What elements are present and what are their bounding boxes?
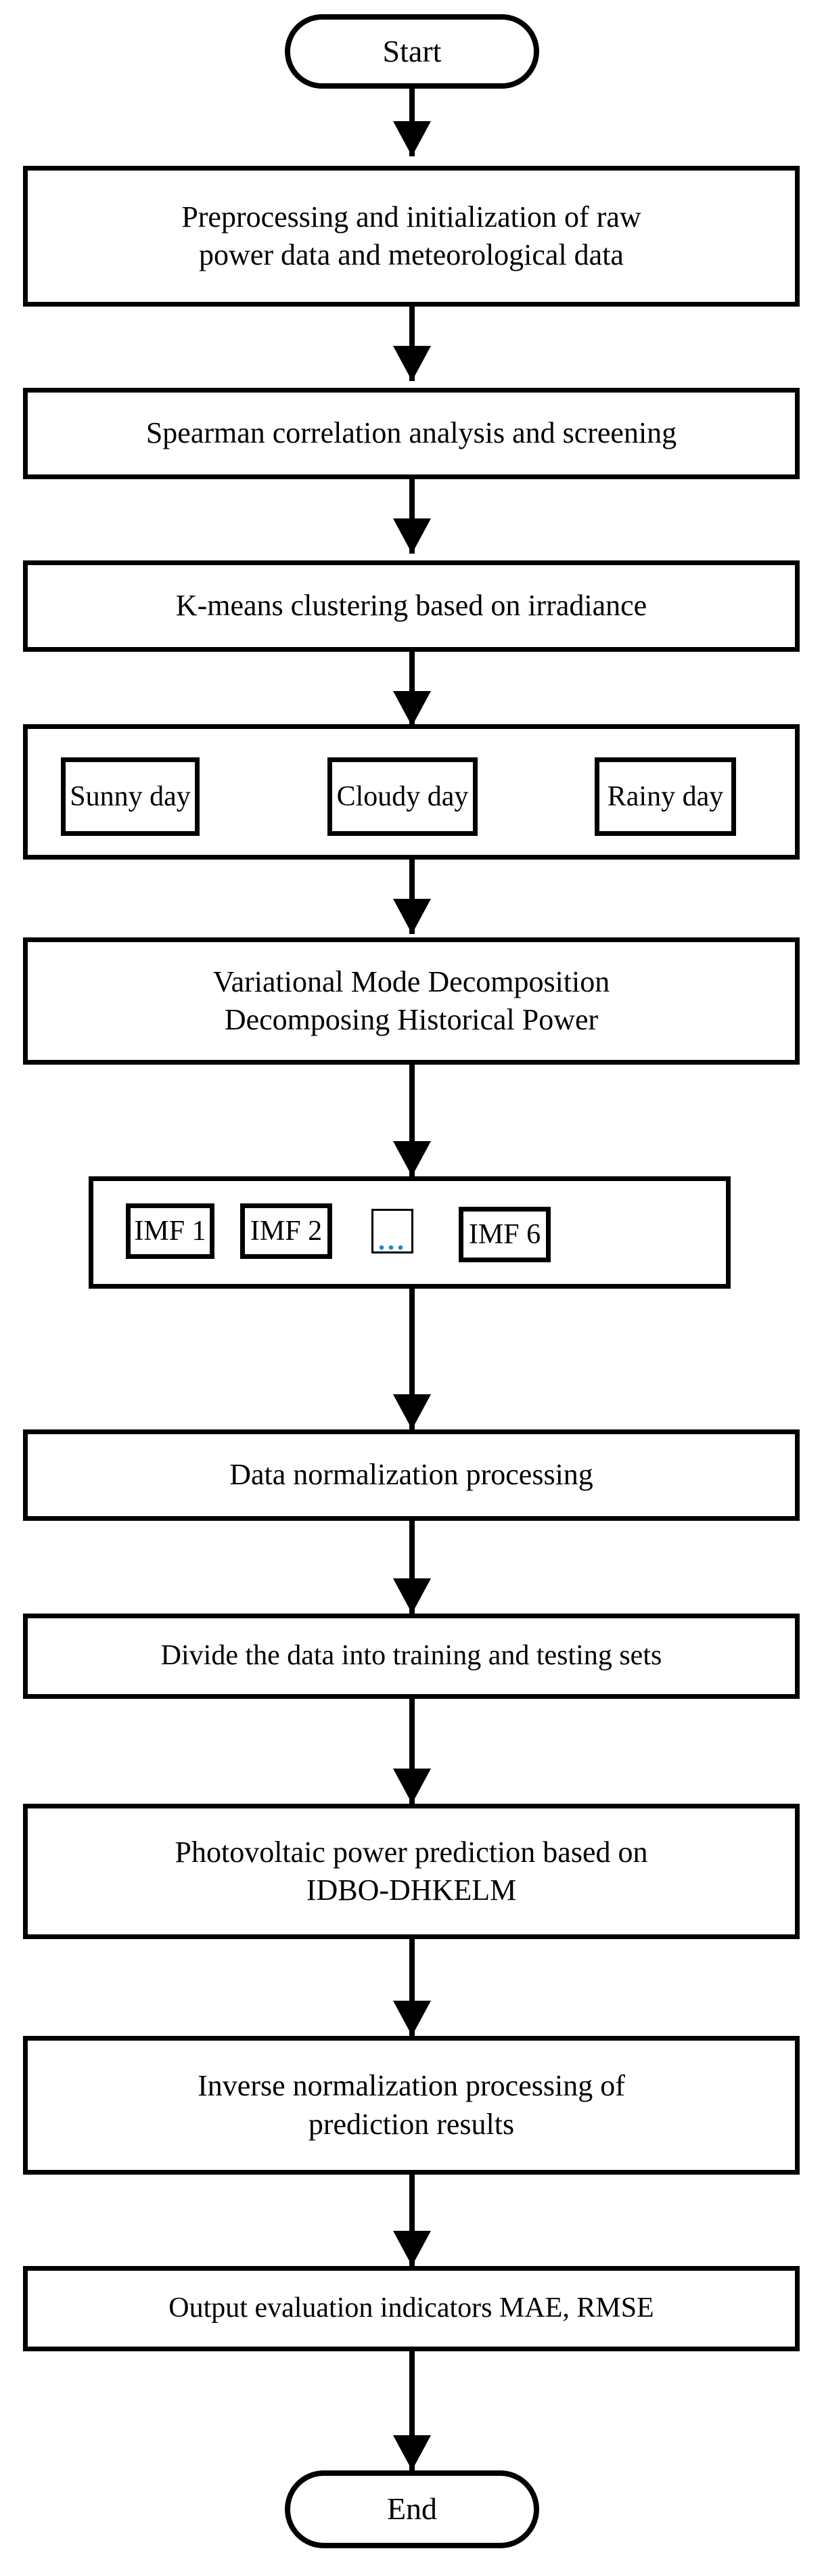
node-normalization-label: Data normalization processing [229,1458,593,1492]
node-split[interactable]: Divide the data into training and testin… [23,1614,800,1699]
chip-imf-ellipsis-label: ... [378,1225,407,1256]
weather-chip-row: Sunny day Cloudy day Rainy day [28,729,795,855]
chip-imf-2-label: IMF 2 [250,1216,323,1247]
node-normalization[interactable]: Data normalization processing [23,1429,800,1521]
node-output-box[interactable]: Output evaluation indicators MAE, RMSE [23,2266,800,2351]
node-imf-group: IMF 1 IMF 2 ... IMF 6 [89,1176,731,1289]
node-weather-group: Sunny day Cloudy day Rainy day [23,724,800,860]
node-preprocessing[interactable]: Preprocessing and initialization of raw … [23,166,800,307]
chip-imf-ellipsis: ... [371,1209,413,1256]
node-start[interactable]: Start [285,14,539,89]
node-vmd-label: Variational Mode Decomposition Decomposi… [212,964,610,1036]
node-spearman[interactable]: Spearman correlation analysis and screen… [23,388,800,479]
node-prediction[interactable]: Photovoltaic power prediction based on I… [23,1804,800,1939]
node-end-label: End [386,2491,438,2527]
chip-weather-sunny[interactable]: Sunny day [61,757,200,836]
node-output-label: Output evaluation indicators MAE, RMSE [168,2292,654,2324]
node-inverse-label: Inverse normalization processing of pred… [198,2069,625,2141]
node-inverse[interactable]: Inverse normalization processing of pred… [23,2036,800,2175]
chip-imf-6[interactable]: IMF 6 [459,1207,551,1262]
node-prediction-label: Photovoltaic power prediction based on I… [175,1835,648,1907]
chip-weather-cloudy-label: Cloudy day [336,781,469,812]
node-end[interactable]: End [285,2470,539,2548]
chip-imf-6-label: IMF 6 [468,1219,541,1250]
imf-chip-row: IMF 1 IMF 2 ... IMF 6 [93,1181,726,1284]
node-preprocessing-label: Preprocessing and initialization of raw … [181,200,641,271]
chip-imf-2[interactable]: IMF 2 [240,1203,332,1259]
chip-weather-sunny-label: Sunny day [70,781,191,812]
node-kmeans-label: K-means clustering based on irradiance [175,589,647,623]
node-vmd[interactable]: Variational Mode Decomposition Decomposi… [23,937,800,1065]
node-kmeans[interactable]: K-means clustering based on irradiance [23,560,800,652]
node-spearman-label: Spearman correlation analysis and screen… [145,416,677,450]
chip-imf-1[interactable]: IMF 1 [126,1203,214,1259]
node-split-label: Divide the data into training and testin… [160,1640,662,1672]
chip-weather-rainy-label: Rainy day [607,781,724,812]
chip-weather-cloudy[interactable]: Cloudy day [327,757,478,836]
chip-weather-rainy[interactable]: Rainy day [595,757,736,836]
node-start-label: Start [382,33,442,68]
chip-imf-1-label: IMF 1 [134,1216,206,1247]
